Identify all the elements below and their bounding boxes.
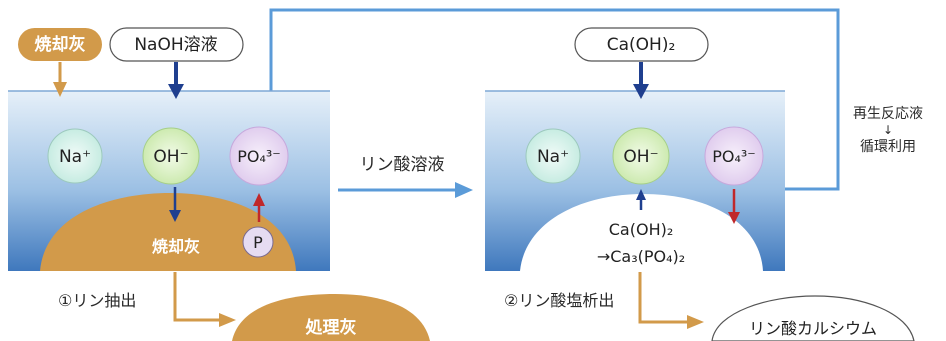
tank2-po4-down-arrow [728, 189, 740, 224]
tank1-ion-po4: PO₄³⁻ [229, 126, 289, 186]
tank1-output-arrow [173, 272, 222, 322]
transfer-label: リン酸溶液 [360, 155, 445, 175]
step2-label: ②リン酸塩析出 [504, 291, 614, 310]
tank2-ion-po4: PO₄³⁻ [704, 126, 764, 186]
svg-text:OH⁻: OH⁻ [623, 147, 658, 167]
precipitate-line1: Ca(OH)₂ [609, 220, 674, 239]
calcium-phosphate-mound [711, 295, 915, 341]
svg-text:NaOH溶液: NaOH溶液 [134, 35, 217, 55]
naoh-input: NaOH溶液 [109, 27, 244, 62]
treated-ash-mound [232, 294, 430, 341]
tank2-ion-oh: OH⁻ [612, 127, 670, 185]
step1-label: ①リン抽出 [58, 291, 136, 310]
recycle-label-line2: 循環利用 [860, 139, 916, 155]
tank1-ion-oh: OH⁻ [142, 127, 200, 185]
naoh-input-arrow [168, 62, 184, 99]
ash-input: 焼却灰 [18, 28, 102, 61]
svg-text:OH⁻: OH⁻ [153, 147, 188, 167]
phosphorus-particle: P [242, 226, 274, 258]
ash-mound [40, 193, 296, 271]
ash-input-arrow [53, 62, 67, 97]
tank2-output-arrowhead [687, 315, 704, 329]
recycle-label-arrow: ↓ [883, 123, 893, 137]
svg-text:PO₄³⁻: PO₄³⁻ [237, 147, 281, 166]
svg-text:Na⁺: Na⁺ [59, 147, 91, 167]
svg-text:焼却灰: 焼却灰 [35, 34, 86, 55]
caoh-input: Ca(OH)₂ [574, 27, 709, 62]
svg-text:Ca(OH)₂: Ca(OH)₂ [607, 35, 676, 55]
ash-mound-label: 焼却灰 [152, 237, 200, 256]
caoh-input-arrow [633, 62, 649, 99]
tank2-output-arrow [638, 272, 690, 324]
svg-text:PO₄³⁻: PO₄³⁻ [712, 147, 756, 166]
svg-text:Na⁺: Na⁺ [537, 147, 569, 167]
tank1-output-arrowhead [219, 313, 236, 327]
precipitate-line2: →Ca₃(PO₄)₂ [597, 247, 685, 266]
tank1-oh-down-arrow [169, 187, 181, 222]
transfer-arrow [338, 182, 473, 198]
tank2-oh-up-arrow [636, 189, 646, 210]
recycle-line [269, 8, 840, 191]
tank1-p-up-arrow [253, 193, 265, 222]
treated-ash-label: 処理灰 [305, 317, 357, 338]
svg-text:P: P [253, 233, 263, 252]
tank1-ion-na: Na⁺ [47, 128, 103, 184]
calcium-phosphate-label: リン酸カルシウム [749, 319, 877, 338]
precipitate-mound [520, 194, 763, 271]
recycle-label-line1: 再生反応液 [853, 106, 923, 122]
tank2-ion-na: Na⁺ [525, 128, 581, 184]
